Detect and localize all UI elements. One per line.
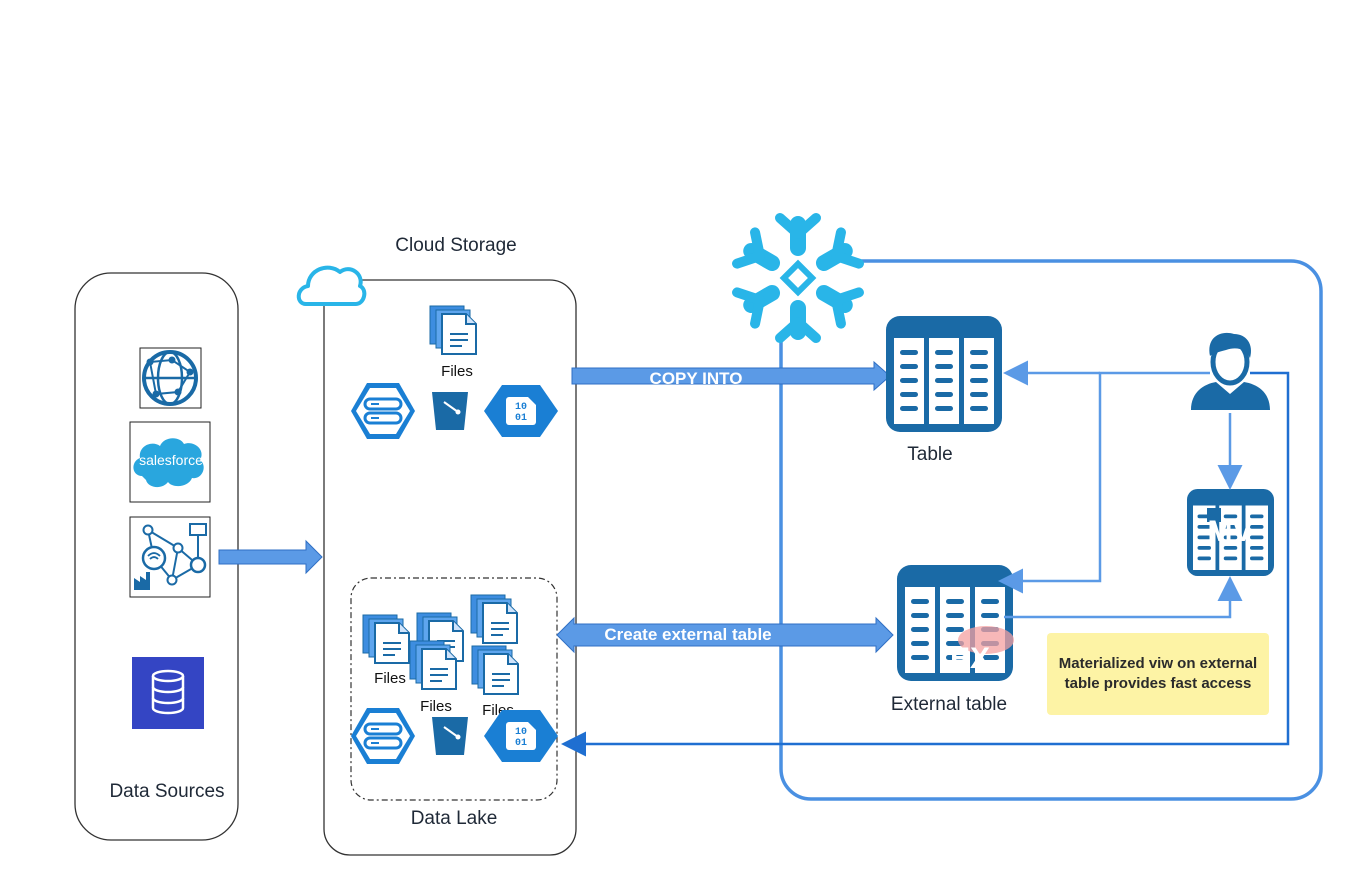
bucket-icon <box>431 716 469 756</box>
external-table-label: External table <box>891 694 1007 715</box>
salesforce-logo: salesforce <box>129 421 211 503</box>
sources-to-storage-arrow <box>218 539 323 575</box>
files-label: Files <box>420 698 452 715</box>
snowflake-account-panel <box>779 259 1323 801</box>
user-to-data-lake-connector <box>561 371 1290 757</box>
files-icon <box>470 594 518 644</box>
user-to-table-connector <box>998 360 1243 619</box>
iot-network-icon <box>129 516 211 598</box>
blob-storage-icon <box>349 706 417 766</box>
data-lake-box <box>350 577 558 801</box>
salesforce-wordmark: salesforce <box>139 452 203 468</box>
files-label: Files <box>374 670 406 687</box>
files-icon <box>409 640 457 690</box>
data-sources-label: Data Sources <box>109 781 224 802</box>
binary-file-icon <box>484 385 558 437</box>
data-lake-label: Data Lake <box>411 808 498 829</box>
globe-network-icon <box>139 347 202 409</box>
files-icon <box>362 614 410 664</box>
snowflake-logo <box>735 216 860 340</box>
files-icon <box>429 305 477 355</box>
cloud-icon <box>296 265 367 306</box>
cloud-storage-panel <box>323 279 577 856</box>
copy-into-arrow: COPY INTO <box>571 360 891 392</box>
materialized-view-icon: MV <box>1187 489 1274 576</box>
create-external-table-label: Create external table <box>604 625 771 644</box>
cloud-storage-label: Cloud Storage <box>395 235 516 256</box>
files-label: Files <box>441 363 473 380</box>
materialized-view-note: Materialized viw on external table provi… <box>1047 633 1269 715</box>
copy-into-label: COPY INTO <box>650 369 743 388</box>
user-icon <box>1191 332 1270 410</box>
table-icon <box>886 316 1002 432</box>
external-table-icon: EX <box>897 565 1014 681</box>
create-external-table-arrow: Create external table <box>556 616 894 654</box>
bucket-icon <box>431 391 469 431</box>
files-icon <box>471 645 519 695</box>
ex-badge: EX <box>950 642 990 675</box>
table-label: Table <box>907 444 952 465</box>
mv-badge: MV <box>1208 515 1253 548</box>
blob-storage-icon <box>349 381 417 441</box>
database-icon <box>132 657 204 729</box>
